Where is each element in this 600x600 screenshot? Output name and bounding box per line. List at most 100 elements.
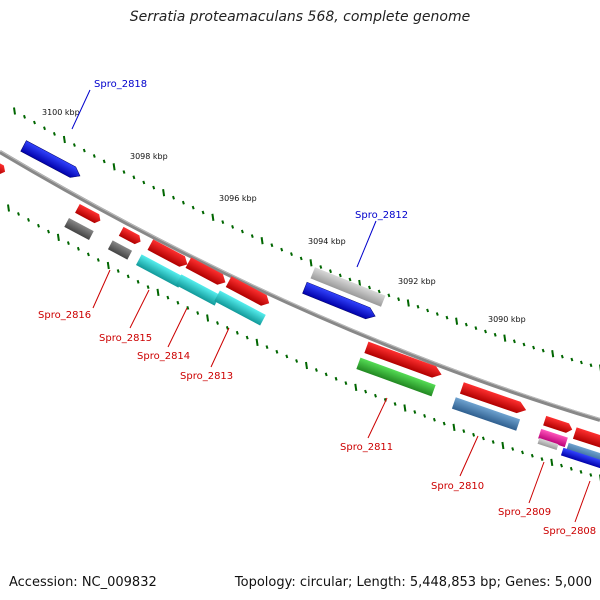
minor-tick [413,410,417,414]
minor-tick [72,143,76,147]
minor-tick [96,258,100,262]
minor-tick [474,326,478,330]
gene-cyan-2815[interactable] [135,254,185,288]
gene-label-2816[interactable]: Spro_2816 [38,310,91,321]
gene-label-2818[interactable]: Spro_2818 [94,79,147,90]
minor-tick [442,421,446,426]
minor-tick [92,154,96,158]
gene-dark-2816[interactable] [64,218,94,240]
gene-red-2814[interactable] [185,257,229,287]
gene-red-2811[interactable] [364,341,443,381]
minor-tick [265,345,269,349]
gene-red-2815[interactable] [147,239,191,269]
minor-tick [43,126,46,131]
major-tick [156,288,160,297]
gene-cyan-2813[interactable] [214,290,266,326]
minor-tick [225,326,229,330]
scale-label-3098: 3098 kbp [130,152,168,161]
genome-backbone [0,150,600,422]
minor-tick [530,453,534,458]
gene-cyan-2814[interactable] [175,274,221,306]
minor-tick [589,473,593,477]
minor-tick [132,175,136,180]
gene-gray-2812[interactable] [310,267,386,307]
minor-tick [393,402,397,406]
minor-tick [299,256,303,261]
minor-tick [240,229,244,234]
gene-dark-2815[interactable] [107,240,133,260]
gene-label-2814[interactable]: Spro_2814 [137,351,190,362]
gene-red-2817a [75,203,101,224]
gene-steel-2808[interactable] [565,442,600,468]
major-tick [211,213,215,221]
gene-label-2809[interactable]: Spro_2809 [498,507,551,518]
minor-tick [33,120,36,125]
gene-label-2813[interactable]: Spro_2813 [180,371,233,382]
minor-tick [166,295,170,300]
minor-tick [334,376,338,381]
minor-tick [17,212,20,216]
scale-label-3090: 3090 kbp [488,315,526,324]
gene-red-2810[interactable] [459,382,528,415]
minor-tick [280,247,284,252]
minor-tick [116,269,120,273]
scale-label-3100: 3100 kbp [42,108,80,117]
minor-tick [541,348,545,353]
major-tick [305,361,308,370]
label-leaders [71,89,591,523]
genome-summary-text: Topology: circular; Length: 5,448,853 bp… [234,575,592,590]
minor-tick [319,265,323,269]
gene-spro-2818[interactable] [20,140,83,182]
minor-tick [176,300,180,305]
minor-tick [235,330,239,335]
gene-label-2815[interactable]: Spro_2815 [99,333,152,344]
major-tick [452,423,456,432]
gene-spro-2812[interactable] [302,281,378,322]
minor-tick [122,170,126,174]
minor-tick [52,132,56,136]
minor-tick [290,252,293,256]
minor-tick [231,224,235,229]
minor-tick [560,463,563,468]
minor-tick [511,447,515,451]
minor-tick [374,393,377,398]
gene-label-2812[interactable]: Spro_2812 [355,210,408,221]
major-tick [503,334,507,342]
minor-tick [570,357,574,362]
gene-steel-2810[interactable] [451,397,521,431]
gene-red-2816b [118,226,141,245]
gene-blue-2808[interactable] [560,447,600,471]
minor-tick [521,450,524,455]
minor-tick [377,289,381,294]
gene-label-2810[interactable]: Spro_2810 [431,481,484,492]
minor-tick [416,304,420,309]
minor-tick [216,321,219,325]
scale-label-3094: 3094 kbp [308,237,346,246]
minor-tick [76,246,80,251]
gene-label-2808[interactable]: Spro_2808 [543,526,596,537]
minor-tick [82,148,86,153]
genome-backbone-highlight [0,150,600,419]
gene-green-2811[interactable] [356,357,436,397]
major-tick [551,350,555,358]
gene-red-2808[interactable] [572,427,600,449]
minor-tick [66,241,70,245]
minor-tick [491,440,495,444]
major-tick [62,135,66,144]
major-tick [255,338,259,347]
gene-label-2811[interactable]: Spro_2811 [340,442,393,453]
minor-tick [329,269,332,274]
minor-tick [589,363,593,368]
minor-tick [23,114,26,119]
minor-tick [560,354,564,359]
minor-tick [522,342,526,347]
minor-tick [344,381,348,385]
gene-red-2813[interactable] [225,276,272,308]
major-tick [406,299,410,307]
gene-red-2809a[interactable] [543,415,574,434]
minor-tick [172,195,175,200]
major-tick [354,383,358,392]
minor-tick [464,322,468,327]
gene-gray-2809[interactable] [537,438,559,450]
gene-mag-2809[interactable] [538,428,568,448]
